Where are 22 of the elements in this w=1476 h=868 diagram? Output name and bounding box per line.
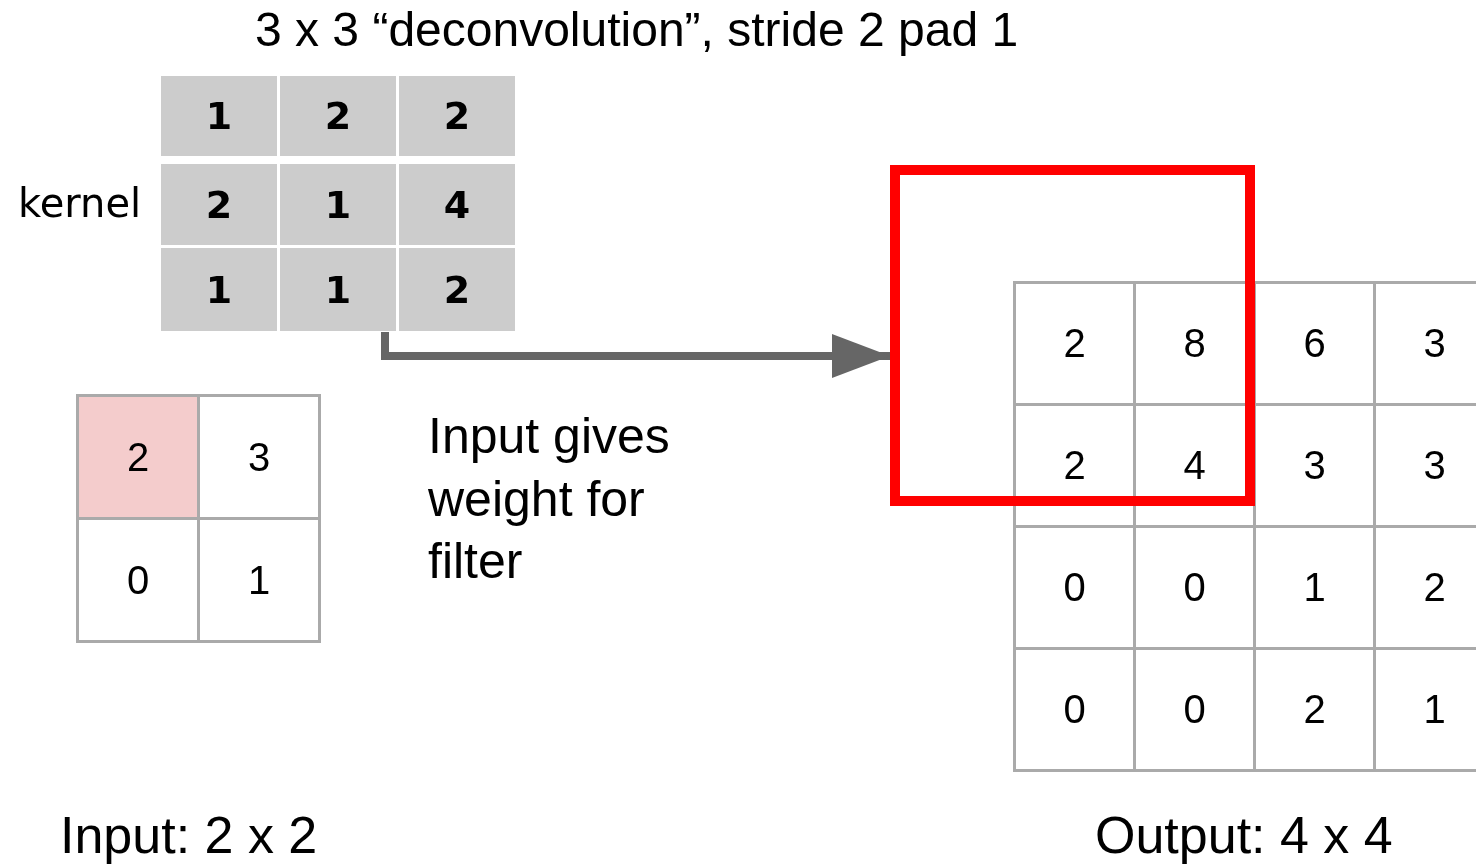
grid-cell: 2	[1013, 281, 1136, 406]
grid-cell: 2	[76, 394, 200, 520]
grid-cell: 2	[399, 248, 515, 331]
highlight-frame	[890, 165, 1255, 506]
kernel-label: kernel	[18, 180, 142, 226]
grid-cell: 1	[161, 248, 277, 331]
note-text: Input gives weight for filter	[428, 407, 671, 591]
grid-cell: 0	[76, 517, 200, 643]
output-size-label: Output: 4 x 4	[1095, 805, 1393, 865]
grid-cell: 1	[280, 248, 396, 331]
grid-cell: 2	[161, 164, 277, 245]
title: 3 x 3 “deconvolution”, stride 2 pad 1	[255, 2, 1019, 57]
input-size-label: Input: 2 x 2	[60, 805, 318, 865]
grid-cell: 1	[197, 517, 321, 643]
grid-cell: 3	[197, 394, 321, 520]
kernel-grid	[160, 75, 517, 332]
grid-cell: 0	[1013, 647, 1136, 772]
grid-cell: 2	[280, 76, 396, 156]
grid-cell: 1	[280, 164, 396, 245]
grid-cell: 1	[161, 76, 277, 156]
grid-cell: 2	[399, 76, 515, 156]
grid-cell: 4	[399, 164, 515, 245]
